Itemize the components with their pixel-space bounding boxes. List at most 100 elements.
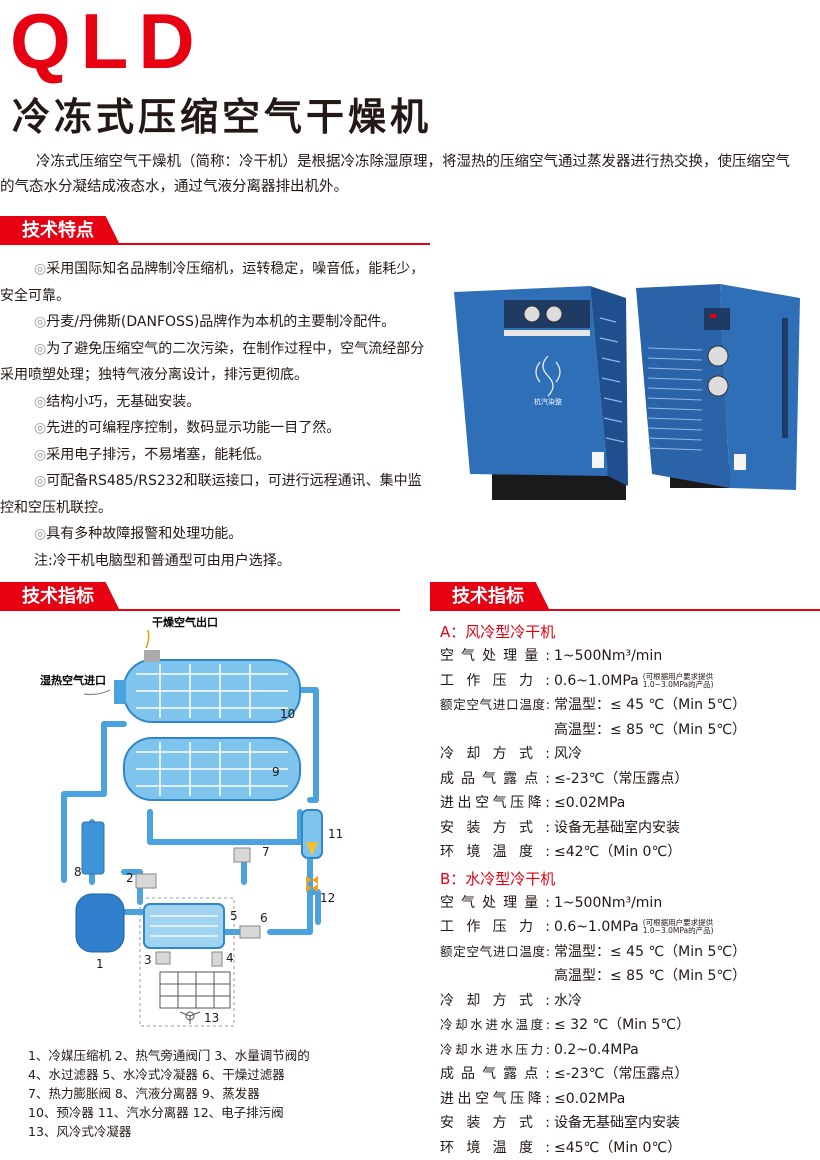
product-logo-text: 杭汽染整: [534, 397, 562, 406]
spec-value: 设备无基础室内安装: [554, 816, 680, 841]
spec-row: 冷却水进水温度:≤ 32 ℃（Min 5℃）: [440, 1013, 820, 1038]
label-11: 11: [328, 827, 343, 841]
spec-row: 成品气露点:≤-23℃（常压露点）: [440, 1062, 820, 1087]
specs-section-title: 技术指标: [430, 582, 550, 611]
specs-section-header: 技术指标: [430, 582, 820, 612]
legend-line: 13、风冷式冷凝器: [28, 1122, 310, 1141]
label-13: 13: [204, 1011, 219, 1025]
label-10: 10: [280, 707, 295, 721]
legend-line: 7、热力膨胀阀 8、汽液分离器 9、蒸发器: [28, 1084, 310, 1103]
legend-line: 1、冷媒压缩机 2、热气旁通阀门 3、水量调节阀的: [28, 1046, 310, 1065]
product-photo: 杭汽染整: [440, 278, 820, 546]
gas-liquid-separator-8: [82, 822, 104, 874]
label-1: 1: [96, 957, 104, 971]
label-6: 6: [260, 911, 268, 925]
spec-value: 0.6~1.0MPa: [554, 669, 639, 694]
spec-row: 额定空气进口温度:常温型：≤ 45 ℃（Min 5℃）: [440, 693, 820, 718]
features-note: 注:冷干机电脑型和普通型可由用户选择。: [0, 548, 430, 575]
flow-diagram: 干燥空气出口 湿热空气进口 1 2 3 4 5 6 7 8 9 10 11 12…: [40, 612, 420, 1037]
specs-b-title: B：水冷型冷干机: [440, 867, 820, 891]
bullet-icon: ◎: [34, 420, 46, 436]
water-valve-3: [156, 952, 170, 964]
spec-row: 空气处理量:1~500Nm³/min: [440, 891, 820, 916]
dryer-filter-6: [240, 926, 260, 938]
bullet-icon: ◎: [34, 394, 46, 410]
spec-value: ≤0.02MPa: [554, 1087, 625, 1112]
compressor-1: [76, 894, 124, 952]
spec-value: 0.2~0.4MPa: [554, 1038, 639, 1063]
spec-value: 1~500Nm³/min: [554, 644, 662, 669]
spec-row: 冷却水进水压力:0.2~0.4MPa: [440, 1038, 820, 1063]
spec-label: 成品气露点:: [440, 767, 550, 792]
spec-label: 冷却水进水温度:: [440, 1013, 550, 1038]
spec-value: ≤0.02MPa: [554, 791, 625, 816]
feature-item: ◎具有多种故障报警和处理功能。: [0, 521, 430, 548]
spec-value: ≤-23℃（常压露点）: [554, 1062, 688, 1087]
outlet-label: 干燥空气出口: [152, 615, 218, 629]
spec-label: 成品气露点:: [440, 1062, 550, 1087]
feature-text: 采用电子排污，不易堵塞，能耗低。: [46, 447, 270, 463]
features-list: ◎ 采用国际知名品牌制冷压缩机，运转稳定，噪音低，能耗少，安全可靠。 ◎丹麦/丹佛斯…: [0, 256, 430, 574]
intro-paragraph: 冷冻式压缩空气干燥机（简称：冷干机）是根据冷冻除湿原理，将湿热的压缩空气通过蒸发…: [0, 150, 800, 200]
spec-row: 进出空气压降:≤0.02MPa: [440, 791, 820, 816]
spec-value: ≤42℃（Min 0℃）: [554, 840, 681, 865]
inlet-label: 湿热空气进口: [40, 673, 106, 687]
feature-item: ◎可配备RS485/RS232和联运接口，可进行远程通讯、集中监控和空压机联控。: [0, 468, 430, 521]
label-2: 2: [126, 871, 134, 885]
bullet-icon: ◎: [34, 473, 46, 489]
spec-label: 工作压力:: [440, 915, 550, 940]
spec-note-line: 1.0~3.0MPa的产品): [643, 681, 714, 689]
spec-row: 额定空气进口温度:常温型：≤ 45 ℃（Min 5℃）: [440, 940, 820, 965]
bullet-icon: ◎: [34, 526, 46, 542]
spec-row: 环境温度:≤42℃（Min 0℃）: [440, 840, 820, 865]
dryer-unit-side: [636, 284, 800, 490]
legend-line: 4、水过滤器 5、水冷式冷凝器 6、干燥过滤器: [28, 1065, 310, 1084]
features-section-title: 技术特点: [0, 216, 120, 245]
feature-text: 具有多种故障报警和处理功能。: [46, 526, 242, 542]
spec-row: 进出空气压降:≤0.02MPa: [440, 1087, 820, 1112]
specs-a-title: A：风冷型冷干机: [440, 620, 820, 644]
spec-row: 空气处理量:1~500Nm³/min: [440, 644, 820, 669]
feature-item: ◎采用电子排污，不易堵塞，能耗低。: [0, 442, 430, 469]
spec-value: 风冷: [554, 742, 582, 767]
spec-label: 环境温度:: [440, 840, 550, 865]
spec-value: 常温型：≤ 45 ℃（Min 5℃）: [554, 693, 746, 718]
feature-item: ◎丹麦/丹佛斯(DANFOSS)品牌作为本机的主要制冷配件。: [0, 309, 430, 336]
spec-label: 空气处理量:: [440, 891, 550, 916]
label-4: 4: [226, 951, 234, 965]
diagram-section-header: 技术指标: [0, 582, 400, 612]
feature-text: 采用国际知名品牌制冷压缩机，运转稳定，噪音低，能耗少，安全可靠。: [0, 261, 424, 304]
spec-label: 空气处理量:: [440, 644, 550, 669]
spec-value: 水冷: [554, 989, 582, 1014]
spec-value: 高温型：≤ 85 ℃（Min 5℃）: [554, 718, 746, 743]
feature-text: 可配备RS485/RS232和联运接口，可进行远程通讯、集中监控和空压机联控。: [0, 473, 422, 516]
spec-row: 成品气露点:≤-23℃（常压露点）: [440, 767, 820, 792]
legend-line: 10、预冷器 11、汽水分离器 12、电子排污阀: [28, 1103, 310, 1122]
outlet-arrow-icon: [146, 630, 149, 648]
bypass-valve-2: [136, 874, 156, 888]
brand-logo: QLD: [10, 2, 205, 80]
spec-label: 额定空气进口温度:: [440, 940, 550, 965]
spec-row: 安装方式:设备无基础室内安装: [440, 816, 820, 841]
spec-value: 设备无基础室内安装: [554, 1111, 680, 1136]
spec-label: 环境温度:: [440, 1136, 550, 1160]
spec-label: 安装方式:: [440, 816, 550, 841]
spec-label: 进出空气压降:: [440, 791, 550, 816]
label-3: 3: [144, 953, 152, 967]
spec-label: 冷却方式:: [440, 742, 550, 767]
bullet-icon: ◎: [34, 341, 46, 357]
spec-label: 进出空气压降:: [440, 1087, 550, 1112]
expansion-valve-7: [234, 848, 250, 862]
label-7: 7: [262, 845, 270, 859]
spec-row: 环境温度:≤45℃（Min 0℃）: [440, 1136, 820, 1160]
spec-row: 冷却方式:水冷: [440, 989, 820, 1014]
label-12: 12: [320, 891, 335, 905]
spec-label: 冷却水进水压力:: [440, 1038, 550, 1063]
air-condenser-13: [160, 972, 230, 1008]
